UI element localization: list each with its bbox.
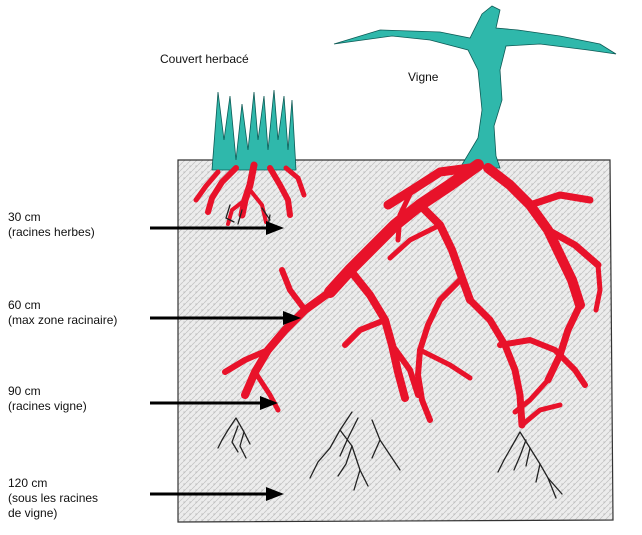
grass-cover [212, 90, 296, 170]
depth-description: (racines herbes) [8, 225, 95, 240]
vine-trunk [334, 6, 616, 168]
cover-label: Couvert herbacé [160, 52, 249, 67]
depth-value: 120 cm [8, 476, 98, 491]
depth-value: 90 cm [8, 384, 87, 399]
depth-label-60: 60 cm (max zone racinaire) [8, 298, 117, 328]
depth-description-continued: de vigne) [8, 506, 98, 521]
depth-label-120: 120 cm (sous les racines de vigne) [8, 476, 98, 521]
depth-description: (racines vigne) [8, 399, 87, 414]
depth-description: (max zone racinaire) [8, 313, 117, 328]
depth-label-90: 90 cm (racines vigne) [8, 384, 87, 414]
vine-label: Vigne [408, 70, 438, 85]
depth-value: 60 cm [8, 298, 117, 313]
depth-label-30: 30 cm (racines herbes) [8, 210, 95, 240]
depth-description: (sous les racines [8, 491, 98, 506]
depth-value: 30 cm [8, 210, 95, 225]
